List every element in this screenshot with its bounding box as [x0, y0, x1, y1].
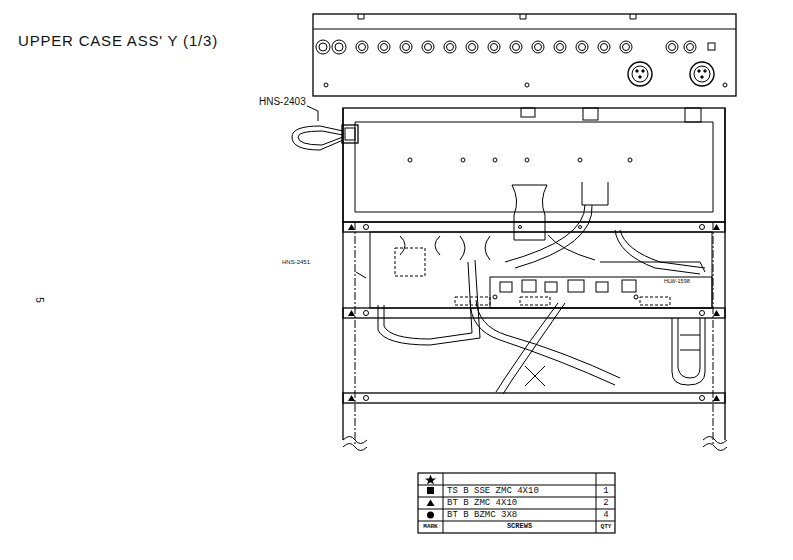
table-header: MARK	[419, 524, 442, 530]
table-cell: TS B SSE ZMC 4X10	[447, 487, 539, 496]
table-header: QTY	[597, 524, 615, 530]
table-cell: 1	[597, 487, 615, 496]
table-cell: BT B BZMC 3X8	[447, 511, 517, 520]
table-header: SCREWS	[444, 523, 595, 530]
chassis	[292, 105, 727, 451]
rear-panel	[313, 14, 736, 96]
drawing-title: UPPER CASE ASS' Y (1/3)	[18, 33, 218, 48]
page-number: 5	[34, 297, 44, 303]
table-cell: 4	[597, 511, 615, 520]
cable-part-number: HNS-2403	[258, 97, 307, 107]
cable-part-number: HNS-2451	[281, 259, 311, 265]
board-part-number: HLW-1598	[663, 279, 691, 285]
screw-table	[418, 473, 615, 533]
table-cell: BT B ZMC 4X10	[447, 499, 517, 508]
table-cell: 2	[597, 499, 615, 508]
